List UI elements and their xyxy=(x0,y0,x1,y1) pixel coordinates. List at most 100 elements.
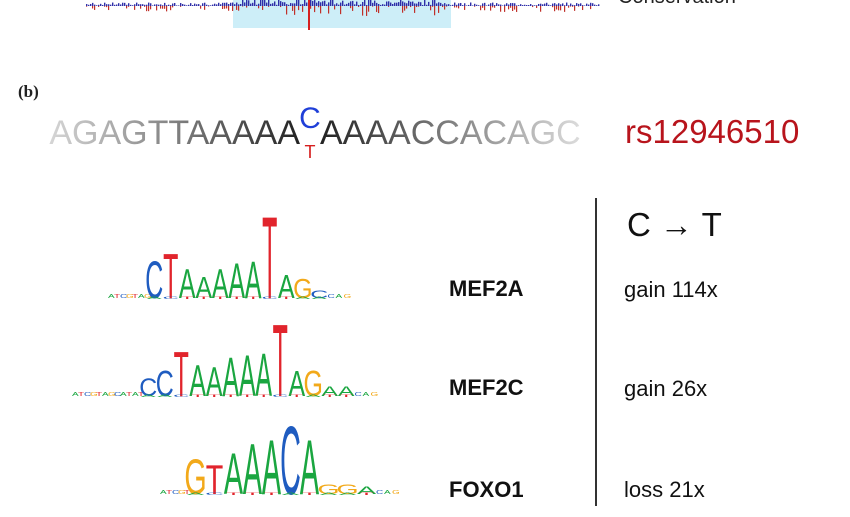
conservation-bar-neg xyxy=(92,6,94,9)
conservation-bar-pos xyxy=(234,4,236,6)
conservation-bar-neg xyxy=(414,6,416,13)
conservation-bar-pos xyxy=(174,3,176,6)
conservation-bar-pos xyxy=(528,4,530,6)
conservation-bar-pos xyxy=(236,2,238,6)
conservation-bar-pos xyxy=(510,3,512,6)
conservation-bar-neg xyxy=(106,6,108,8)
motif-mef2c-subletter: A xyxy=(141,394,156,398)
motif-mef2c-subletter: T xyxy=(240,394,254,398)
conservation-bar-pos xyxy=(416,3,418,6)
conservation-bar-pos xyxy=(484,2,486,6)
conservation-bar-neg xyxy=(350,6,352,9)
conservation-bar-pos xyxy=(518,5,520,6)
motif-mef2c-letter: A xyxy=(255,341,272,409)
conservation-bar-pos xyxy=(208,5,210,6)
conservation-bar-neg xyxy=(162,6,164,9)
motif-foxo1-subletter: T xyxy=(245,492,261,496)
conservation-bar-pos xyxy=(240,3,242,6)
conservation-bar-neg xyxy=(416,6,418,8)
conservation-bar-pos xyxy=(222,2,224,6)
conservation-bar-pos xyxy=(346,3,348,6)
conservation-bar-pos xyxy=(290,3,292,6)
motif-noise-letter: C xyxy=(172,489,179,495)
conservation-bar-neg xyxy=(482,6,484,8)
conservation-bar-pos xyxy=(532,5,534,6)
motif-mef2a-subletter: T xyxy=(197,296,211,300)
conservation-bar-pos xyxy=(418,1,420,7)
conservation-bar-pos xyxy=(500,4,502,6)
conservation-bar-pos xyxy=(312,0,314,6)
conservation-bar-neg xyxy=(334,6,336,10)
motif-noise-letter: G xyxy=(371,392,379,398)
sequence-context: AGAGTTAAAAA C T AAAACCACAGC xyxy=(49,102,580,162)
conservation-bar-pos xyxy=(168,4,170,6)
conservation-bar-pos xyxy=(470,2,472,6)
conservation-bar-pos xyxy=(598,4,600,6)
conservation-bar-pos xyxy=(538,3,540,6)
conservation-bar-pos xyxy=(504,4,506,6)
conservation-bar-pos xyxy=(180,3,182,6)
conservation-bar-pos xyxy=(310,0,312,7)
conservation-bar-pos xyxy=(494,4,496,6)
conservation-bar-neg xyxy=(302,6,304,12)
conservation-bar-pos xyxy=(498,4,500,6)
conservation-bar-pos xyxy=(516,5,518,6)
conservation-bar-pos xyxy=(444,3,446,6)
conservation-bar-pos xyxy=(188,4,190,6)
conservation-bar-pos xyxy=(158,4,160,6)
motif-mef2a-letter: C xyxy=(310,289,328,301)
motif-noise-letter: A xyxy=(72,391,79,397)
conservation-bar-neg xyxy=(510,6,512,8)
conservation-bar-pos xyxy=(114,4,116,6)
conservation-bar-pos xyxy=(374,0,376,6)
motif-noise-letter: A xyxy=(138,293,145,299)
conservation-bar-neg xyxy=(352,6,354,11)
conservation-bar-pos xyxy=(478,5,480,6)
conservation-bar-pos xyxy=(256,4,258,6)
conservation-bar-pos xyxy=(546,2,548,6)
motif-mef2c-subletter: T xyxy=(257,394,271,398)
motif-noise-letter: A xyxy=(132,391,139,397)
conservation-bar-pos xyxy=(402,1,404,6)
conservation-bar-neg xyxy=(492,6,494,8)
motif-noise-letter: G xyxy=(178,489,186,495)
conservation-bar-neg xyxy=(128,6,130,7)
motif-mef2a-letter: A xyxy=(212,262,229,308)
motif-foxo1-letter: A xyxy=(224,441,243,507)
conservation-bar-neg xyxy=(552,6,554,8)
conservation-bar-pos xyxy=(454,2,456,6)
motif-mef2a-letter: T xyxy=(163,241,178,312)
conservation-bar-pos xyxy=(288,4,290,6)
motif-mef2a-subletter: T xyxy=(246,296,260,300)
conservation-bar-neg xyxy=(366,6,368,16)
motif-mef2c-subletter: T xyxy=(224,394,238,398)
conservation-bar-neg xyxy=(438,6,440,13)
effect-foxo1: loss 21x xyxy=(624,477,705,502)
conservation-bar-pos xyxy=(462,5,464,6)
conservation-bar-pos xyxy=(126,4,128,6)
conservation-bar-pos xyxy=(144,4,146,6)
conservation-bar-neg xyxy=(388,6,390,7)
conservation-bar-pos xyxy=(108,4,110,6)
conservation-bar-pos xyxy=(224,2,226,6)
conservation-bar-pos xyxy=(148,2,150,6)
conservation-bar-neg xyxy=(570,6,572,7)
conservation-bar-pos xyxy=(342,0,344,6)
conservation-bar-pos xyxy=(316,2,318,6)
conservation-bar-neg xyxy=(480,6,482,11)
conservation-bar-neg xyxy=(200,6,202,9)
conservation-bar-pos xyxy=(430,4,432,6)
column-divider xyxy=(595,198,597,506)
motif-mef2a-subletter: A xyxy=(312,296,327,300)
conservation-bar-pos xyxy=(540,3,542,6)
conservation-bar-pos xyxy=(198,4,200,6)
conservation-bar-neg xyxy=(532,6,534,8)
conservation-bar-pos xyxy=(466,5,468,6)
conservation-bar-neg xyxy=(224,6,226,9)
conservation-bar-pos xyxy=(204,2,206,6)
conservation-bar-pos xyxy=(96,5,98,6)
conservation-bar-pos xyxy=(400,0,402,6)
conservation-bar-pos xyxy=(246,0,248,7)
conservation-bar-pos xyxy=(408,0,410,6)
conservation-bar-pos xyxy=(422,4,424,6)
